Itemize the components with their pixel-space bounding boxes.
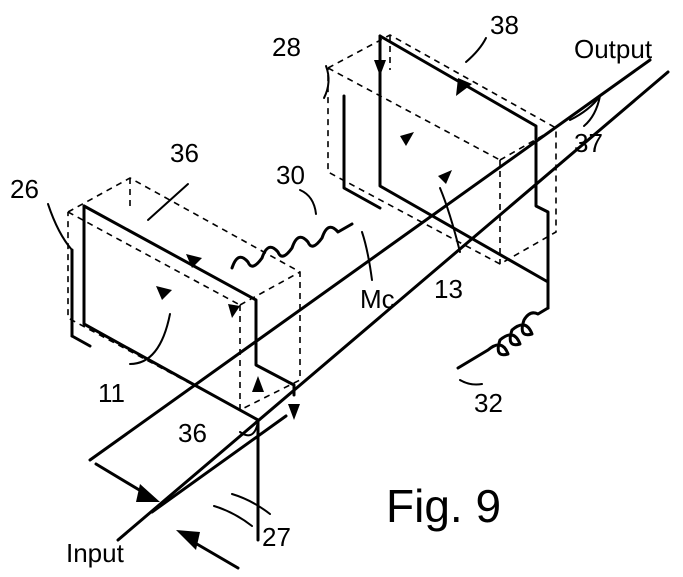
arrow-up-bottom [252,376,264,392]
main-conductor [88,58,670,542]
inductor-32 [456,306,550,370]
arrow-mid-right-1 [400,132,414,146]
input-arrow-left-shaft [94,462,148,496]
arrow-down-bottom [288,404,300,420]
label-36-bottom: 36 [178,418,207,448]
label-32: 32 [474,388,503,418]
arrow-down-right-loop [374,60,386,76]
arrow-left-top [186,254,202,268]
label-input: Input [66,538,125,568]
labels: Output 38 28 37 36 26 30 13 Mc 11 32 36 … [10,10,653,568]
arrow-mid-right-2 [438,170,452,184]
label-mc: Mc [360,284,395,314]
right-loop-28 [342,34,550,310]
label-13: 13 [434,274,463,304]
arrow-heads [94,60,472,570]
label-37: 37 [574,128,603,158]
left-loop-26 [70,204,296,542]
label-output: Output [574,34,653,64]
label-11: 11 [98,378,125,408]
figure-caption: Fig. 9 [386,480,501,532]
label-30: 30 [276,160,305,190]
arrow-left-mid [156,286,172,300]
arrow-up-right-loop [456,78,472,96]
input-arrow-right-head [176,530,200,550]
inductor-30 [230,222,354,270]
label-38: 38 [490,10,519,40]
input-arrow-right-shaft [188,538,240,570]
input-arrow-left-head [136,484,160,502]
leader-lines [47,37,601,527]
label-27: 27 [262,522,291,552]
arrow-down-left-diag [228,304,240,318]
label-26: 26 [10,174,39,204]
label-28: 28 [272,32,301,62]
right-core-outline [327,34,557,265]
left-core-outline [67,177,301,411]
label-36-top: 36 [170,138,199,168]
